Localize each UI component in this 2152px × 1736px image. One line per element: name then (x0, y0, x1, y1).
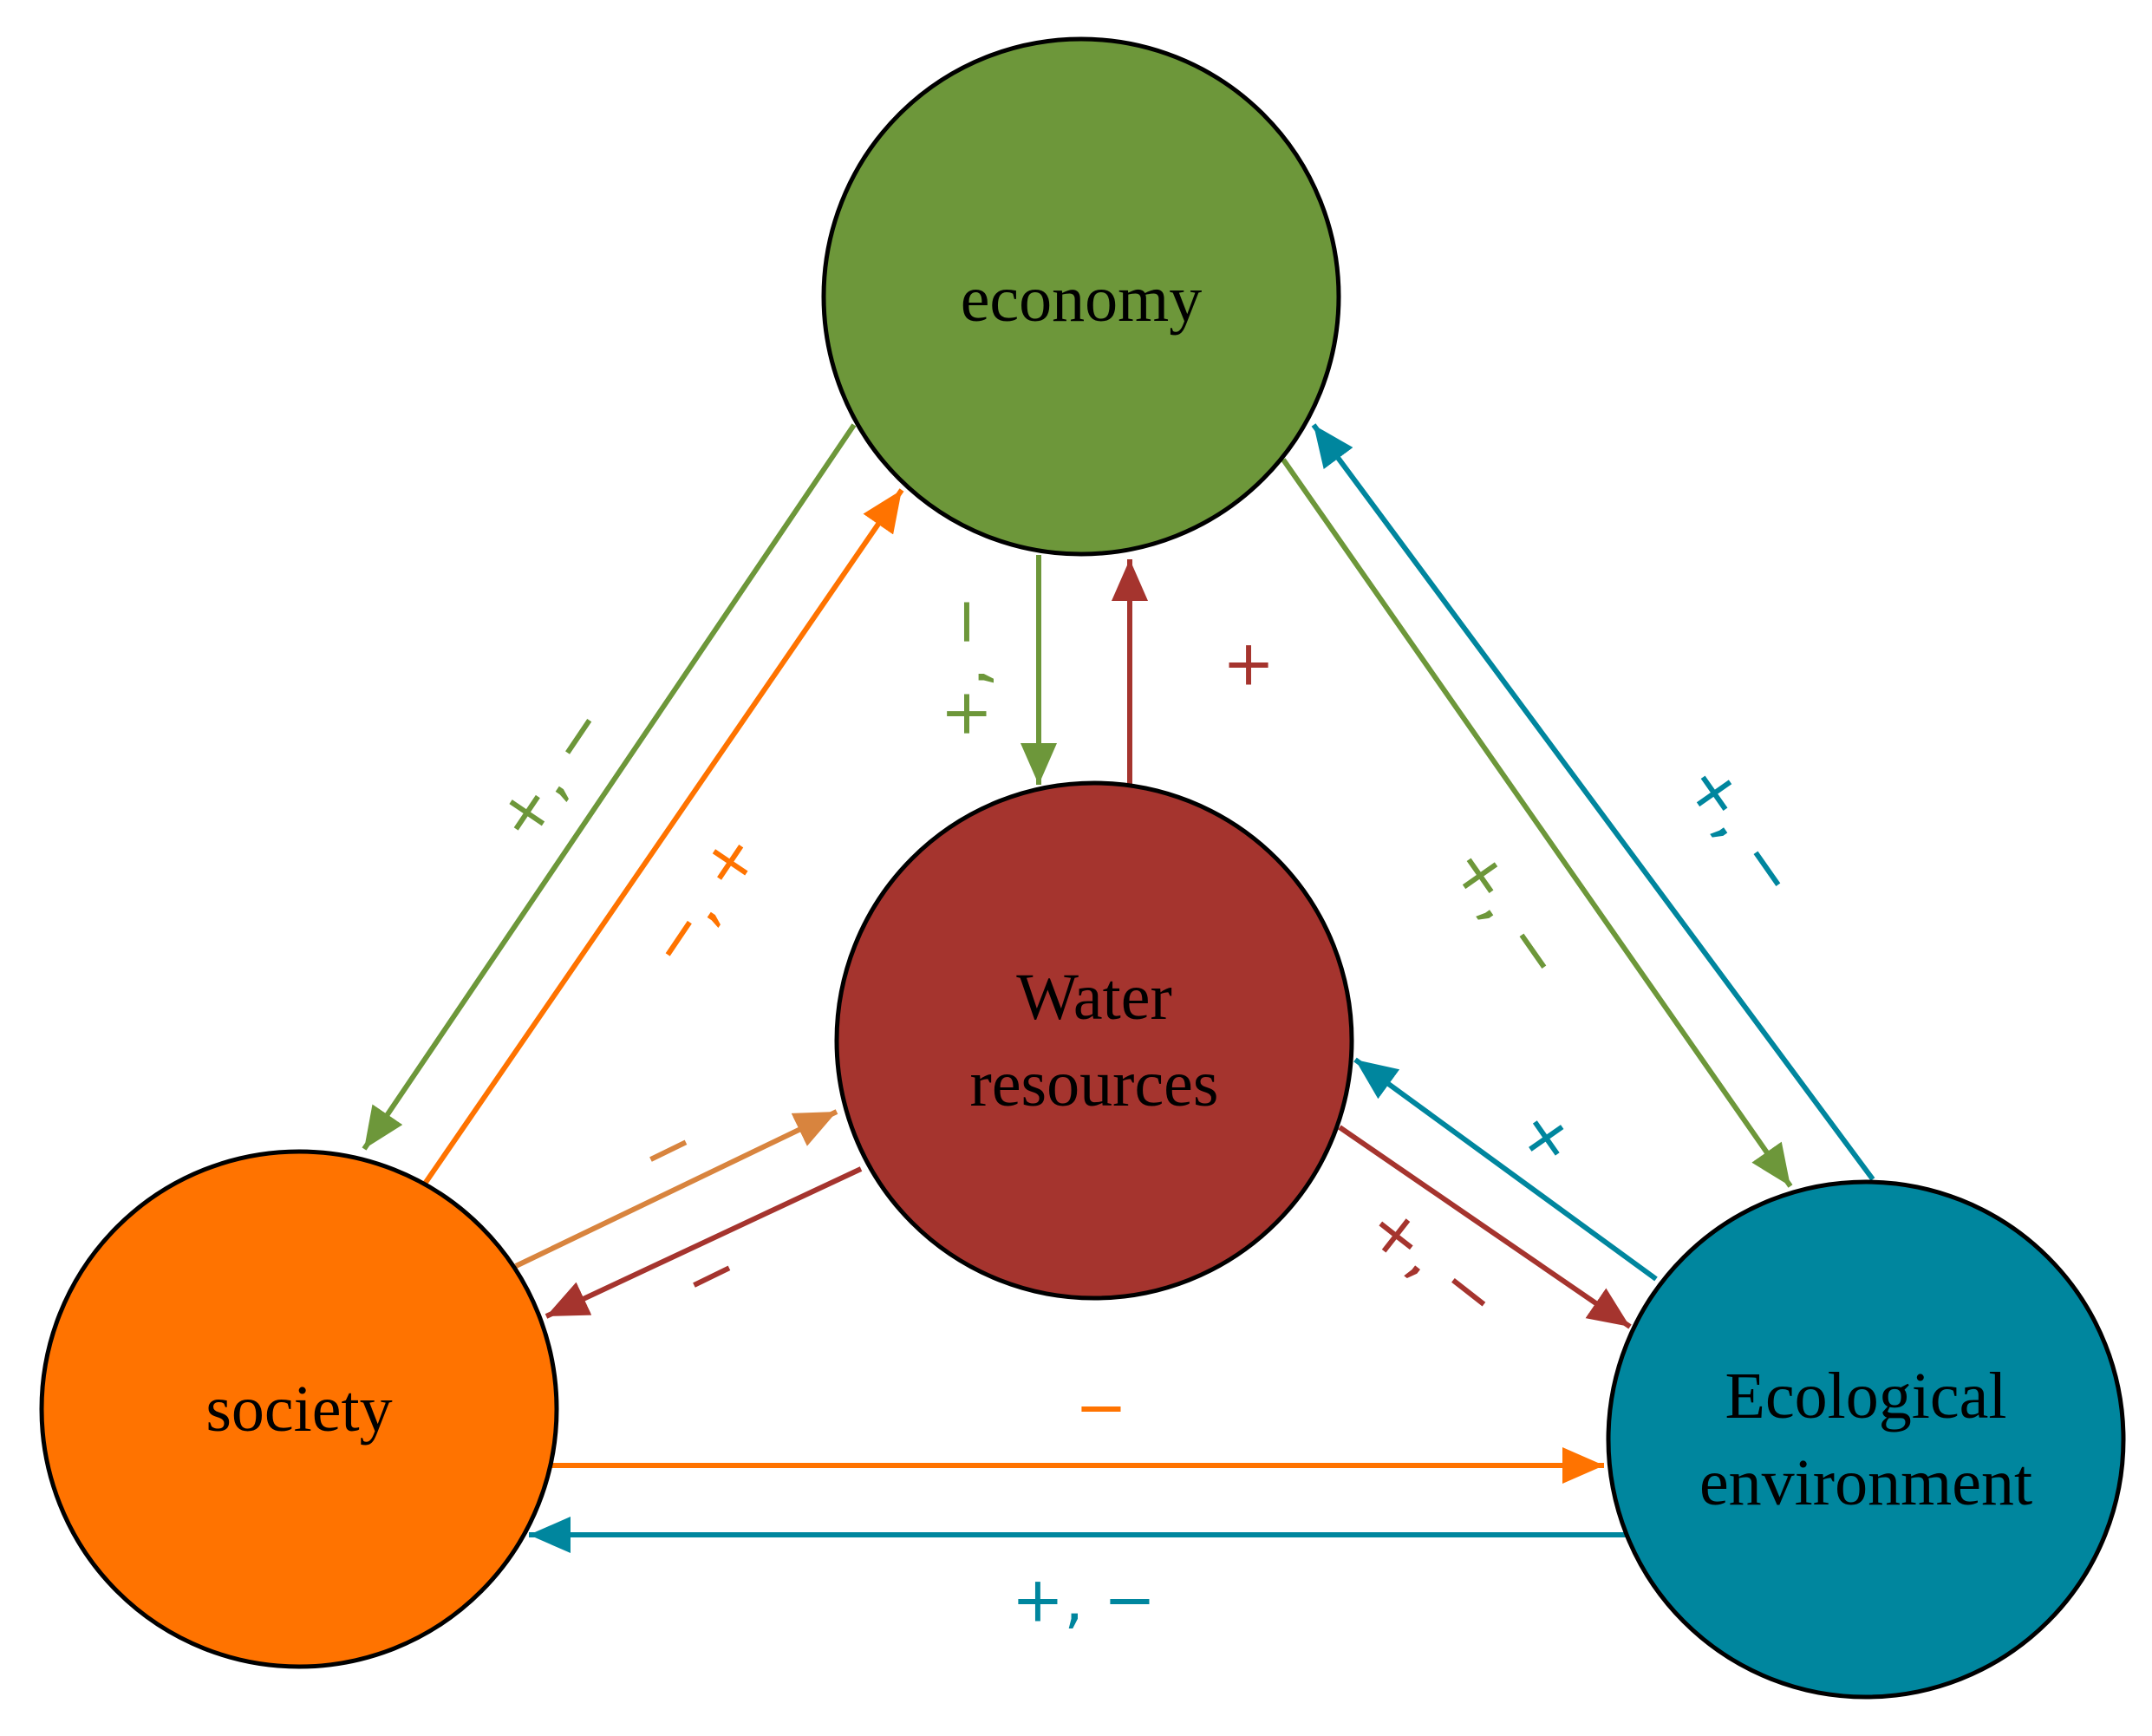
sign-society-to-economy: −, + (632, 819, 773, 979)
arrow-economy-to-society (362, 423, 857, 1151)
water-resources-label-line1: Water (1016, 961, 1172, 1034)
arrow-water-to-ecology (1338, 1125, 1632, 1329)
sign-society-to-ecology: − (1075, 1371, 1127, 1444)
arrow-ecology-to-economy (1311, 423, 1875, 1181)
sign-ecology-to-water: + (1503, 1092, 1588, 1181)
sign-ecology-to-economy: +, − (1671, 750, 1813, 910)
arrow-ecology-to-water (1353, 1057, 1658, 1282)
society-node (39, 1149, 559, 1669)
ecological-environment-label-line1: Ecological (1725, 1360, 2007, 1433)
arrow-economy-to-ecology (1281, 458, 1793, 1188)
water-resources-node (834, 780, 1354, 1301)
economy-label: economy (961, 263, 1203, 336)
water-resources-label-line2: resources (970, 1047, 1219, 1120)
sign-ecology-to-society: +, − (1012, 1563, 1156, 1636)
ecological-environment-label-line2: environment (1699, 1446, 2032, 1519)
sign-economy-to-society: +, − (480, 693, 622, 853)
arrow-society-to-water (514, 1109, 838, 1269)
economy-node (821, 36, 1341, 557)
ecological-environment-node (1606, 1179, 2126, 1700)
sign-water-to-ecology: +, − (1354, 1189, 1513, 1335)
society-label: society (205, 1373, 392, 1446)
arrow-society-to-economy (422, 488, 904, 1185)
arrow-water-to-society (545, 1166, 863, 1319)
sign-water-to-economy: + (1223, 627, 1275, 700)
sign-economy-to-water: +, − (929, 596, 1001, 740)
sign-water-to-society: − (671, 1230, 750, 1319)
